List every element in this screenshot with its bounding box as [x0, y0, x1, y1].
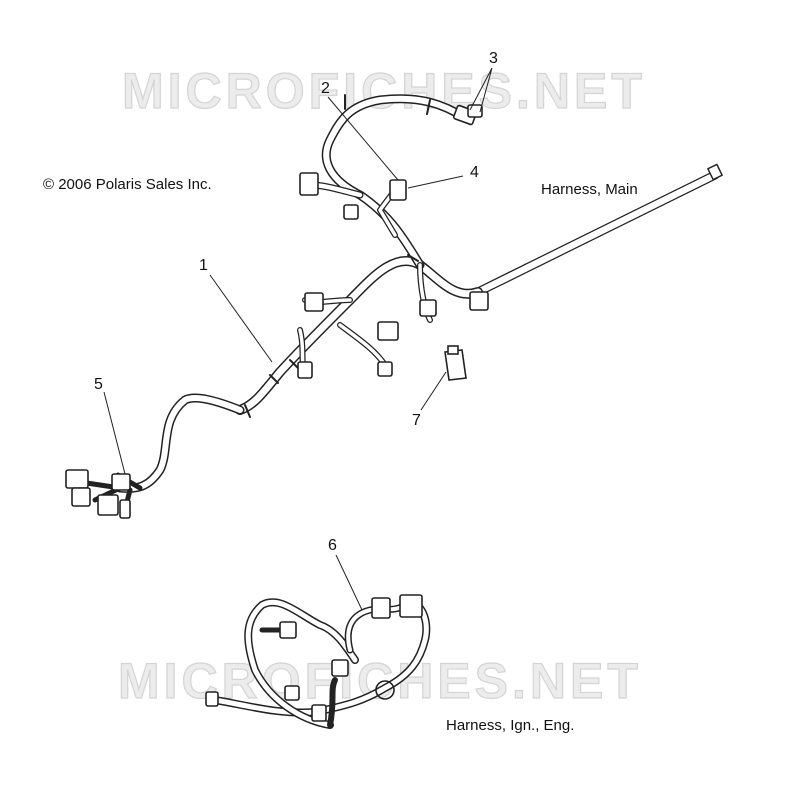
watermark-top: MICROFICHES.NET: [122, 63, 646, 119]
watermark-bottom: MICROFICHES.NET: [118, 653, 642, 709]
leader-lines: [103, 67, 493, 611]
ignition-connectors: [205, 594, 423, 722]
caption-main-harness: Harness, Main: [541, 181, 638, 198]
callout-4: 4: [470, 164, 479, 181]
callout-6: 6: [328, 537, 337, 554]
main-connectors: [65, 104, 489, 519]
main-harness: [77, 94, 723, 513]
callout-1: 1: [199, 257, 208, 274]
ignition-harness: [211, 598, 431, 729]
caption-ign-harness: Harness, Ign., Eng.: [446, 717, 575, 734]
callout-5: 5: [94, 376, 103, 393]
callout-2: 2: [321, 80, 330, 97]
callout-3: 3: [489, 50, 498, 67]
part-7-connector: [444, 345, 467, 381]
callout-7: 7: [412, 412, 421, 429]
copyright-text: © 2006 Polaris Sales Inc.: [43, 176, 212, 193]
